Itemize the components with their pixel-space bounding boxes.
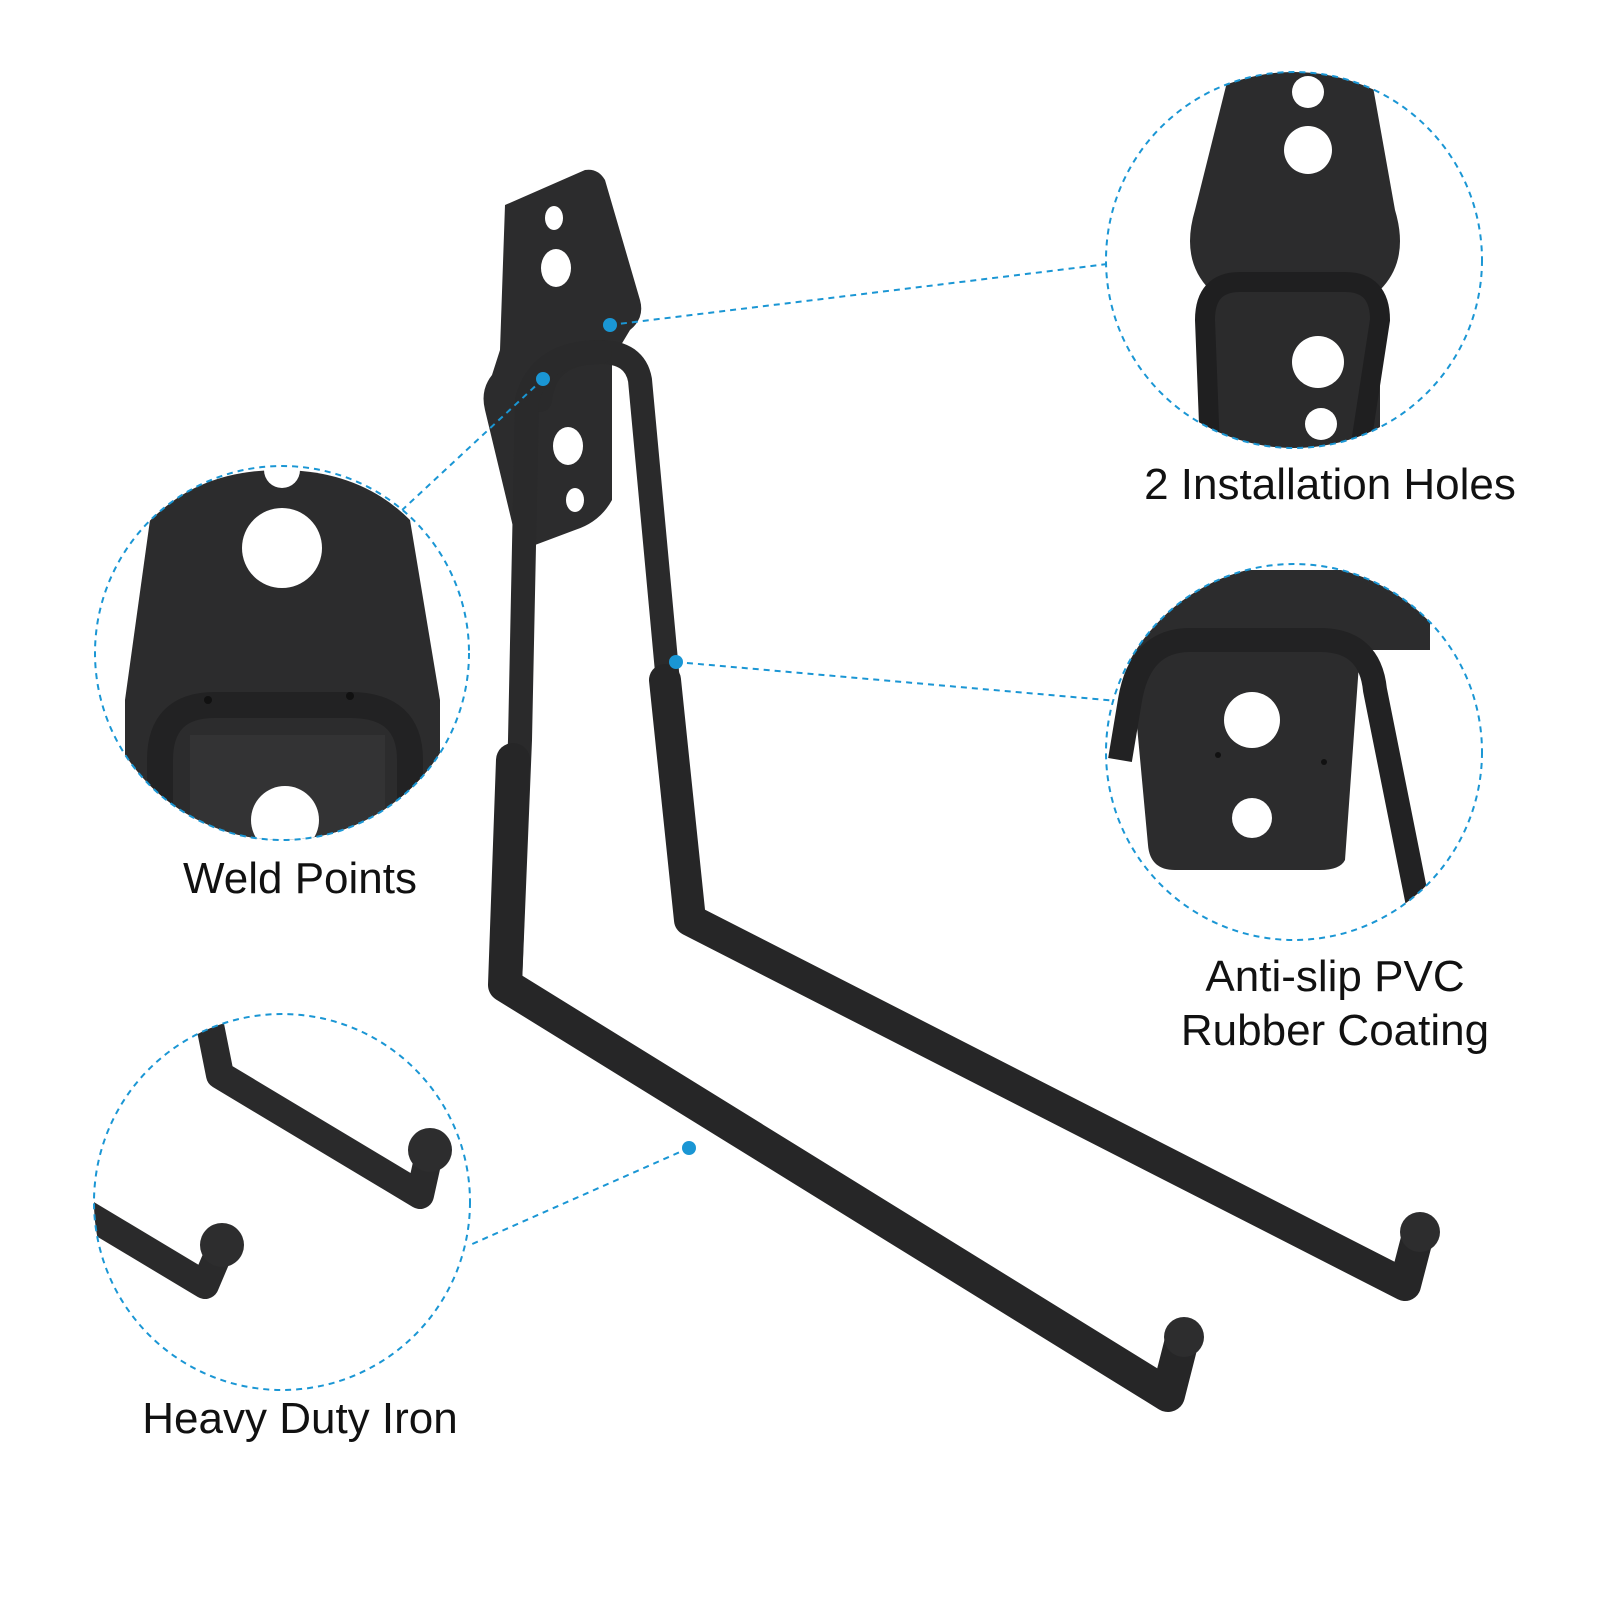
- plate-holes: [541, 206, 584, 512]
- zoom-weld-points: [94, 465, 470, 841]
- pvc-sleeve-front: [488, 743, 1199, 1412]
- callout-installation-holes: 2 Installation Holes: [1144, 460, 1516, 509]
- utility-hook: [483, 169, 1440, 1412]
- callout-pvc-line2: Rubber Coating: [1180, 1006, 1490, 1055]
- pvc-sleeve-back: [649, 664, 1434, 1301]
- zoom-installation-holes: [1105, 71, 1483, 449]
- hook-tip-front: [1164, 1317, 1204, 1357]
- leader-lines: [399, 261, 1125, 1246]
- hook-arm-front: [498, 340, 1194, 1407]
- zoom-pvc-coating: [1105, 563, 1483, 941]
- callout-heavy-duty-iron: Heavy Duty Iron: [142, 1394, 458, 1443]
- zoom-heavy-duty-iron: [93, 1013, 471, 1391]
- callout-weld-points: Weld Points: [183, 854, 417, 903]
- callout-pvc-coating: Anti-slip PVC Rubber Coating: [1130, 950, 1540, 1058]
- callout-pvc-line1: Anti-slip PVC: [1205, 952, 1465, 1001]
- hook-tip-back: [1400, 1212, 1440, 1252]
- leader-dots: [536, 318, 696, 1155]
